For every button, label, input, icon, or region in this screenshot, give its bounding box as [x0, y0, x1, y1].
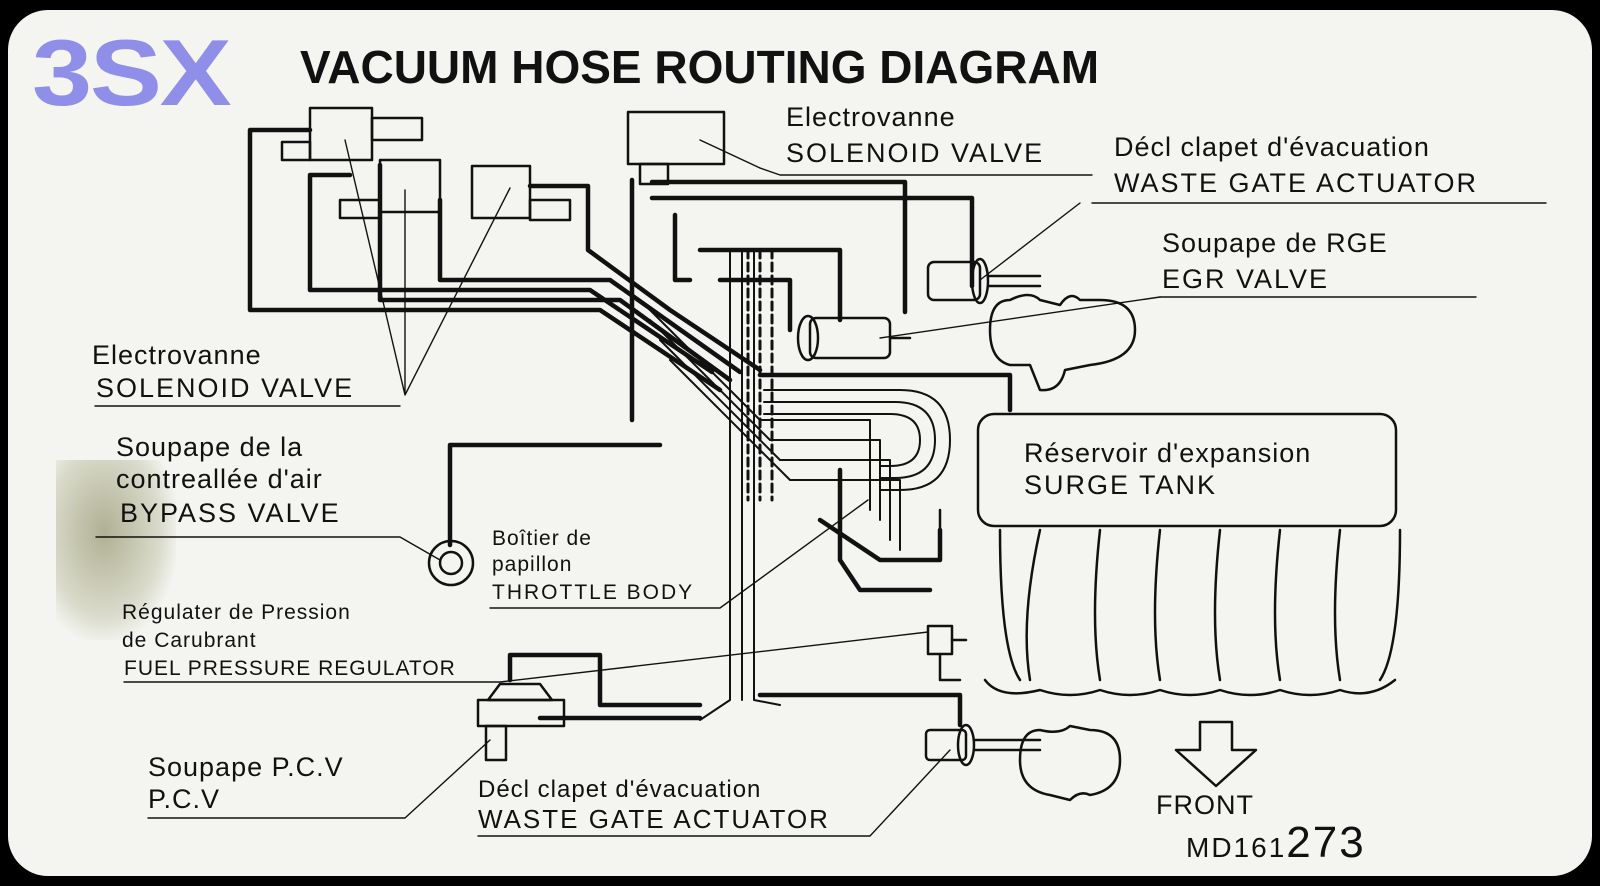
leader-lines [94, 139, 1547, 837]
pcv-label-en: P.C.V [148, 784, 221, 814]
wastegate-top-label-fr: Décl clapet d'évacuation [1114, 132, 1430, 162]
wastegate-bottom-shape [924, 723, 1122, 802]
fpr-shape [926, 624, 968, 682]
solenoid-valve-cluster-left [280, 106, 572, 222]
page-title: VACUUM HOSE ROUTING DIAGRAM [300, 41, 1100, 93]
logo: 3SX [32, 20, 232, 125]
front-arrow-shape [1174, 720, 1258, 788]
wastegate-top-shape [926, 257, 1042, 305]
part-number-suffix: 273 [1286, 818, 1366, 867]
turbo-housing-top [988, 293, 1137, 392]
solenoid-left-label-en: SOLENOID VALVE [96, 373, 355, 403]
surge-tank-shape [938, 412, 1402, 697]
egr-label-fr: Soupape de RGE [1162, 228, 1388, 258]
wastegate-bottom-label-fr: Décl clapet d'évacuation [478, 776, 762, 803]
dashed-hoses [746, 248, 774, 502]
solenoid-top-label-fr: Electrovanne [786, 102, 956, 132]
pcv-label-fr: Soupape P.C.V [148, 752, 344, 782]
fpr-label-fr-line2: de Carubrant [122, 629, 257, 652]
wastegate-bottom-label-en: WASTE GATE ACTUATOR [478, 804, 830, 834]
vacuum-label-card [8, 10, 1592, 876]
throttle-label-fr-line2: papillon [492, 553, 573, 576]
solenoid-top-label-en: SOLENOID VALVE [786, 138, 1045, 168]
egr-valve-shape [796, 314, 912, 362]
fpr-label-en: FUEL PRESSURE REGULATOR [124, 657, 456, 680]
pcv-shape [476, 682, 566, 762]
thin-hoses [639, 249, 951, 721]
front-label: FRONT [1156, 790, 1254, 820]
stain-mark [56, 460, 176, 640]
egr-label-en: EGR VALVE [1162, 264, 1330, 294]
part-number-prefix: MD161 [1186, 832, 1287, 863]
solenoid-left-label-fr: Electrovanne [92, 340, 262, 370]
solenoid-valve-top [626, 110, 761, 186]
bypass-label-fr-line2: contreallée d'air [116, 464, 323, 494]
surge-tank-label-fr: Réservoir d'expansion [1024, 438, 1312, 468]
bypass-label-en: BYPASS VALVE [120, 498, 341, 528]
part-number: MD161273 [1186, 818, 1366, 868]
bypass-valve-shape [427, 539, 475, 587]
thick-hoses [247, 127, 1013, 728]
fpr-label-fr-line1: Régulater de Pression [122, 601, 351, 624]
throttle-label-fr-line1: Boîtier de [492, 527, 592, 550]
throttle-label-en: THROTTLE BODY [492, 581, 695, 604]
surge-tank-label-en: SURGE TANK [1024, 470, 1218, 500]
bypass-label-fr-line1: Soupape de la [116, 432, 304, 462]
wastegate-top-label-en: WASTE GATE ACTUATOR [1114, 168, 1479, 198]
